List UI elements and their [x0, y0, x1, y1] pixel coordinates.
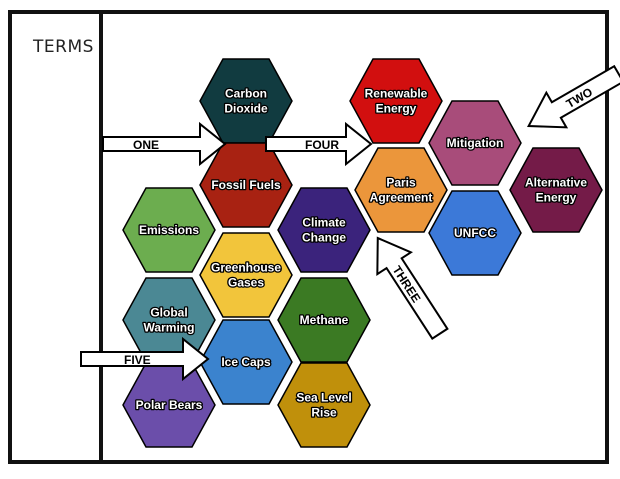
hex-renewable-energy-label: Energy	[376, 102, 417, 116]
hex-unfcc-label: UNFCC	[454, 226, 496, 240]
hex-global-warming-label: Global	[150, 306, 187, 320]
hex-ice-caps-shape	[199, 319, 293, 405]
arrow-five-label: FIVE	[124, 353, 151, 367]
hex-sea-level-rise-label: Rise	[311, 406, 337, 420]
hex-emissions-label: Emissions	[139, 223, 199, 237]
hex-emissions-shape	[122, 187, 216, 273]
sidebar-title: TERMS	[32, 37, 94, 57]
hex-unfcc-shape	[428, 190, 522, 276]
hex-renewable-energy-shape	[349, 58, 443, 144]
hex-paris-agreement-label: Agreement	[370, 191, 433, 205]
arrows: ONE FOUR FIVE TWO THREE	[80, 64, 620, 382]
hex-climate-change-label: Climate	[302, 216, 346, 230]
hex-carbon-dioxide-label: Carbon	[225, 87, 267, 101]
arrow-one-label: ONE	[133, 138, 159, 152]
hex-unfcc: UNFCC	[428, 190, 522, 276]
arrow-four: FOUR	[265, 121, 373, 167]
arrow-four-label: FOUR	[305, 138, 339, 152]
arrow-one: ONE	[102, 121, 227, 167]
hex-sea-level-rise-label: Sea Level	[296, 391, 351, 405]
hex-mitigation-label: Mitigation	[447, 136, 504, 150]
hex-paris-agreement-shape	[354, 147, 448, 233]
hex-alternative-energy-label: Alternative	[525, 176, 587, 190]
hex-climate-change-shape	[277, 187, 371, 273]
hex-fossil-fuels: Fossil Fuels	[199, 142, 293, 228]
hex-methane-shape	[277, 277, 371, 363]
hex-ice-caps-label: Ice Caps	[221, 355, 271, 369]
hex-mitigation: Mitigation	[428, 100, 522, 186]
arrow-two: TWO	[526, 64, 620, 129]
hex-ice-caps: Ice Caps	[199, 319, 293, 405]
hex-mitigation-shape	[428, 100, 522, 186]
hex-carbon-dioxide-label: Dioxide	[224, 102, 268, 116]
hex-fossil-fuels-label: Fossil Fuels	[211, 178, 281, 192]
hex-global-warming-label: Warming	[144, 321, 195, 335]
hex-greenhouse-gases-label: Greenhouse	[211, 261, 281, 275]
hex-sea-level-rise-shape	[277, 362, 371, 448]
hex-renewable-energy-label: Renewable	[365, 87, 428, 101]
hex-climate-change-label: Change	[302, 231, 346, 245]
hex-methane: Methane	[277, 277, 371, 363]
hex-polar-bears: Polar Bears	[122, 362, 216, 448]
outer-frame	[8, 10, 609, 464]
arrow-five: FIVE	[80, 336, 210, 382]
arrow-five-shape	[80, 336, 210, 382]
hex-greenhouse-gases-shape	[199, 232, 293, 318]
hex-greenhouse-gases-label: Gases	[228, 276, 264, 290]
hex-methane-label: Methane	[300, 313, 349, 327]
arrow-three-shape	[376, 236, 449, 340]
hex-alternative-energy-shape	[509, 147, 603, 233]
arrow-four-shape	[265, 121, 373, 167]
hex-paris-agreement-label: Paris	[386, 176, 416, 190]
arrow-one-shape	[102, 121, 227, 167]
arrow-two-shape	[526, 64, 620, 129]
hex-emissions: Emissions	[122, 187, 216, 273]
hex-alternative-energy-label: Energy	[536, 191, 577, 205]
hex-polar-bears-label: Polar Bears	[136, 398, 203, 412]
